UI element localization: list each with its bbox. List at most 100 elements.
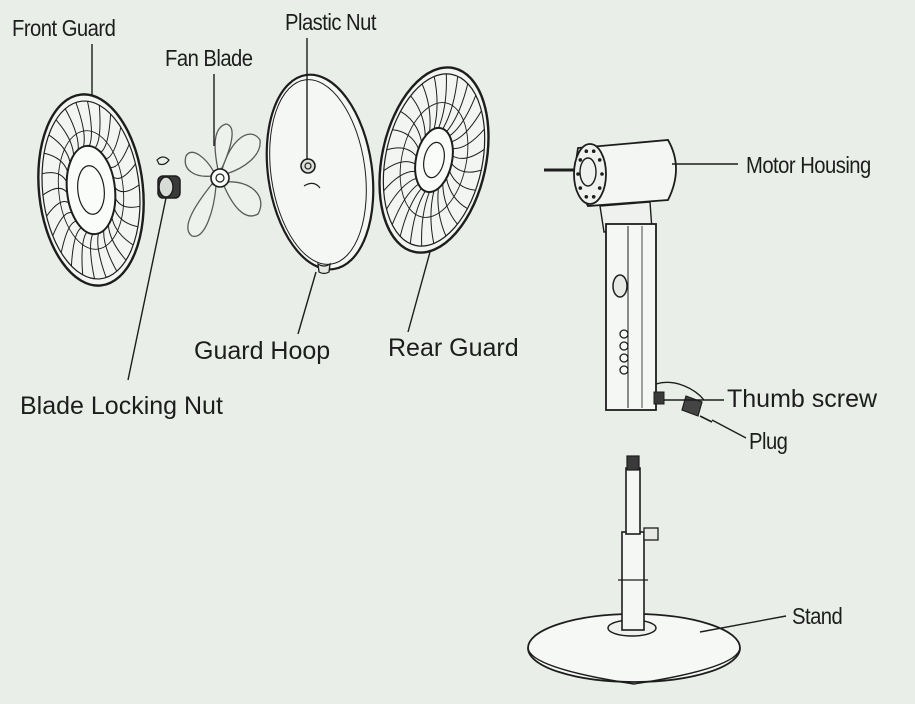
front-guard-spoke [87, 101, 92, 147]
leader-lines [91, 38, 787, 633]
control-button [619, 353, 629, 363]
label-plug: Plug [749, 428, 788, 454]
rear-guard-spoke [452, 148, 485, 159]
front-guard-spoke [41, 172, 68, 183]
thumb-screw-part [653, 391, 665, 405]
plastic-nut-inner [304, 162, 312, 170]
rear-guard-hub [414, 126, 454, 194]
motor-vent [578, 186, 583, 190]
rear-guard-spoke [438, 73, 447, 129]
label-front-guard: Front Guard [12, 15, 116, 41]
front-guard-spoke [46, 201, 70, 217]
fan-blade-wing [223, 181, 262, 217]
rear-guard-spoke [383, 161, 416, 172]
rear-guard-spoke [410, 95, 426, 137]
front-guard-hub [65, 144, 117, 236]
front-guard-spoke [111, 217, 134, 246]
front-guard-spoke [81, 231, 88, 275]
motor-vent [591, 195, 596, 199]
leader-line [711, 419, 747, 439]
motor-vent [600, 172, 604, 176]
front-guard-spoke [97, 233, 107, 278]
motor-face-inner [579, 157, 597, 187]
control-button [619, 341, 629, 351]
leader-line [127, 197, 167, 381]
label-rear-guard: Rear Guard [388, 334, 519, 362]
front-guard-spoke [112, 163, 136, 179]
front-guard-spoke [113, 208, 139, 228]
rear-guard-spoke [400, 110, 423, 143]
front-guard-spoke [90, 233, 95, 279]
label-fan-blade: Fan Blade [165, 45, 253, 71]
guard-hoop [265, 73, 375, 275]
front-guard-spoke [52, 212, 73, 236]
nut-washer [156, 156, 170, 166]
power-cord [655, 381, 705, 401]
rear-guard-spoke [452, 128, 485, 150]
motor-vent [597, 158, 602, 162]
rear-guard-mid-ring [399, 102, 469, 218]
guard-hoop-clamp [317, 262, 331, 275]
front-guard-hub-inner [77, 165, 105, 215]
front-guard-spoke [103, 230, 118, 272]
motor-face [573, 143, 607, 205]
front-guard-spoke [109, 144, 130, 168]
rear-guard-spoke [437, 188, 447, 237]
fan-blade-hub-inner [215, 173, 225, 183]
label-plastic-nut: Plastic Nut [285, 9, 376, 35]
guard-hoop-inner [269, 79, 367, 265]
front-guard-spoke [64, 108, 79, 150]
motor-vent [578, 158, 583, 162]
front-guard-spoke [48, 134, 71, 163]
rear-guard-spoke [391, 183, 419, 225]
plug-prong [699, 415, 713, 423]
column-body [605, 223, 657, 411]
stand-base-edge [527, 647, 741, 685]
rear-guard-spoke [442, 183, 458, 225]
front-guard-spoke [105, 127, 122, 160]
leader-line [699, 615, 787, 633]
rear-guard-spoke [445, 177, 468, 210]
plug-part [681, 395, 703, 417]
fan-blade-wing [221, 133, 261, 175]
control-button [619, 329, 629, 339]
front-guard-spoke [42, 187, 68, 196]
front-guard-spoke [114, 184, 140, 193]
front-guard-spoke [75, 102, 85, 147]
control-button [619, 365, 629, 375]
rear-guard-spoke [449, 171, 476, 191]
rear-guard-spoke [446, 83, 469, 132]
plastic-nut [300, 158, 316, 174]
leader-line [297, 271, 317, 335]
label-stand: Stand [792, 603, 843, 629]
fan-blade-wing [214, 123, 233, 171]
front-guard-spoke [114, 197, 141, 208]
motor-housing [544, 139, 713, 423]
rear-guard-spoke [392, 129, 419, 149]
front-guard [37, 93, 145, 287]
motor-vent [584, 195, 589, 199]
front-guard-spoke [43, 152, 69, 172]
rear-guard-spoke [430, 190, 435, 244]
fan-blade [184, 123, 262, 237]
rear-guard-spoke [449, 95, 477, 137]
front-guard-mid-ring [57, 130, 125, 250]
rear-guard-spoke [442, 76, 459, 130]
rear-guard-inner-rim [382, 73, 486, 247]
stand-height-knob [643, 527, 659, 541]
fan-blade-wing [184, 151, 215, 177]
label-guard-hoop: Guard Hoop [194, 337, 331, 365]
rear-guard-spoke [386, 177, 417, 210]
front-guard-spoke [60, 220, 77, 253]
front-guard-spoke [94, 105, 101, 149]
leader-line [407, 251, 431, 333]
label-blade-locking-nut: Blade Locking Nut [20, 392, 223, 420]
rear-guard-spoke [433, 76, 438, 130]
label-motor-housing: Motor Housing [746, 152, 871, 178]
nut-face [158, 176, 174, 198]
motor-vent [597, 186, 602, 190]
stand-upper-pole [625, 467, 641, 535]
stand-lower-pole [621, 531, 645, 631]
